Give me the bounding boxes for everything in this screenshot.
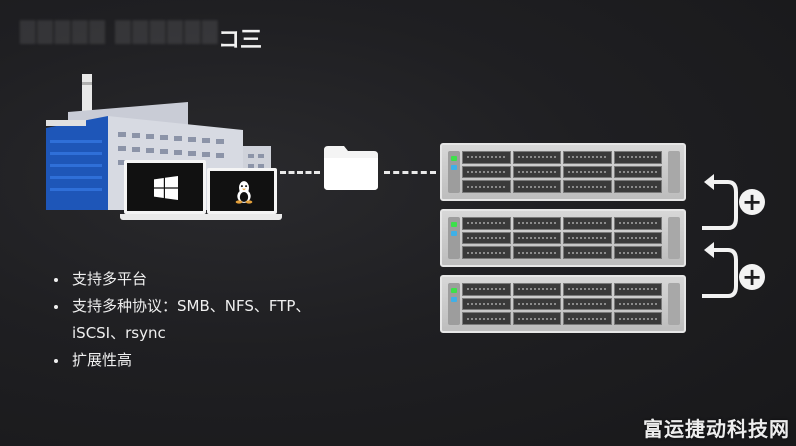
drive-bay: [613, 246, 662, 259]
linux-tux-icon: [235, 181, 253, 204]
laptop-base: [202, 214, 282, 220]
drive-bay: [613, 165, 662, 179]
watermark: 富运捷动科技网: [643, 417, 790, 441]
drive-bay: [563, 312, 612, 325]
status-led: [451, 231, 457, 236]
drive-bay: [613, 283, 662, 296]
server-handle: [668, 151, 680, 193]
drive-bay: [613, 180, 662, 193]
linux-laptop: [202, 168, 282, 222]
drive-bay: [512, 151, 561, 164]
drive-bay: [462, 312, 511, 325]
drive-bay: [462, 165, 511, 179]
status-led: [451, 297, 457, 302]
connector-line-right: [384, 171, 436, 174]
status-led-panel: [448, 283, 460, 325]
connector-line-left: [280, 171, 320, 174]
drive-bay: [462, 151, 511, 164]
drive-bay: [512, 312, 561, 325]
drive-bay: [512, 180, 561, 193]
expand-arrow-icon: [702, 242, 738, 298]
blurred-title: █████ ██████: [20, 20, 220, 44]
status-led: [451, 222, 457, 227]
drive-bay: [563, 283, 612, 296]
drive-bay: [512, 283, 561, 296]
page-title: コ三: [218, 28, 263, 53]
drive-bay: [512, 297, 561, 311]
server-handle: [668, 217, 680, 259]
drive-bay: [563, 165, 612, 179]
expand-arrow-icon: [702, 174, 738, 230]
windows-logo-icon: [154, 176, 178, 200]
plus-circle-icon: +: [739, 189, 765, 215]
status-led: [451, 156, 457, 161]
drive-bay: [563, 246, 612, 259]
drive-bay: [563, 297, 612, 311]
drive-bay: [613, 297, 662, 311]
drive-bay: [613, 231, 662, 245]
drive-bay: [512, 246, 561, 259]
drive-bay: [462, 180, 511, 193]
nas-expansion-unit: [440, 209, 686, 267]
server-handle: [668, 283, 680, 325]
feature-item: 支持多平台: [52, 266, 310, 293]
drive-bay: [462, 246, 511, 259]
feature-list: 支持多平台 支持多种协议：SMB、NFS、FTP、 iSCSI、rsync 扩展…: [52, 266, 310, 374]
drive-bay: [613, 217, 662, 230]
feature-item: 支持多种协议：SMB、NFS、FTP、: [52, 293, 310, 320]
laptop-screen: [124, 160, 206, 214]
folder-icon: [324, 146, 378, 190]
nas-expansion-unit: [440, 275, 686, 333]
drive-bay: [512, 217, 561, 230]
drive-bay: [462, 231, 511, 245]
drive-bay: [462, 297, 511, 311]
laptop-screen: [207, 168, 277, 214]
drive-bay: [613, 312, 662, 325]
drive-bay: [563, 180, 612, 193]
drive-bay: [512, 231, 561, 245]
status-led: [451, 165, 457, 170]
plus-circle-icon: +: [739, 264, 765, 290]
drive-bay: [512, 165, 561, 179]
nas-server: [440, 143, 686, 201]
windows-laptop: [120, 160, 212, 222]
feature-item: 扩展性高: [52, 347, 310, 374]
status-led-panel: [448, 217, 460, 259]
status-led: [451, 288, 457, 293]
drive-bay: [462, 283, 511, 296]
drive-bay: [563, 217, 612, 230]
drive-bay: [613, 151, 662, 164]
laptop-base: [120, 214, 212, 220]
drive-bay: [563, 231, 612, 245]
drive-bay: [563, 151, 612, 164]
status-led-panel: [448, 151, 460, 193]
feature-item-continuation: iSCSI、rsync: [72, 324, 166, 342]
drive-bay: [462, 217, 511, 230]
